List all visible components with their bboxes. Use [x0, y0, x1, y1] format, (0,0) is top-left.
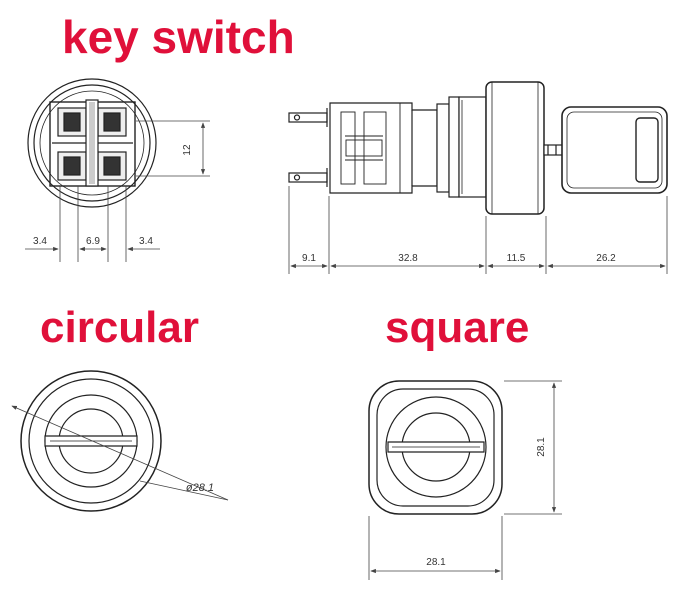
- circular-bezel-view: [11, 370, 229, 512]
- square-dimensions: [368, 380, 562, 580]
- dim-side-key: 26.2: [596, 253, 616, 264]
- dim-square-height: 28.1: [536, 437, 547, 457]
- side-view: [288, 81, 668, 215]
- dim-side-body: 32.8: [398, 253, 418, 264]
- key-switch-title: key switch: [62, 11, 295, 63]
- square-bezel-view: [368, 380, 503, 515]
- square-title: square: [385, 303, 530, 352]
- side-dimensions: [288, 186, 668, 274]
- dim-front-right: 3.4: [139, 236, 153, 247]
- circular-title: circular: [40, 303, 199, 352]
- front-view: [27, 78, 157, 208]
- dim-square-width: 28.1: [426, 557, 446, 568]
- dim-front-height: 12: [182, 144, 193, 156]
- front-dimensions: [25, 120, 210, 262]
- dim-side-pins: 9.1: [302, 253, 316, 264]
- dim-front-left: 3.4: [33, 236, 47, 247]
- dim-circular-diameter: ø28.1: [186, 482, 214, 494]
- dim-side-bezel: 11.5: [507, 253, 526, 264]
- dim-front-mid: 6.9: [86, 236, 100, 247]
